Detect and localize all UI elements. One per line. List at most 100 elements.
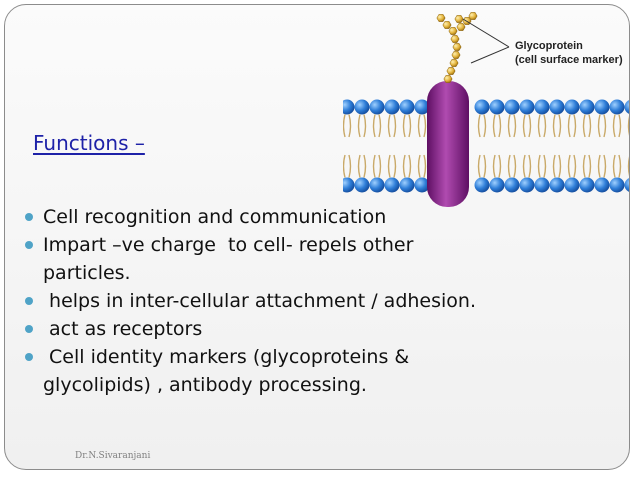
lipid-tail <box>537 114 547 138</box>
lipid-tail <box>343 114 352 138</box>
label-pointer-line <box>470 46 510 64</box>
bullet-icon <box>25 325 33 333</box>
lipid-head <box>504 177 520 193</box>
lipid-head <box>549 99 565 115</box>
lipid-head <box>399 99 415 115</box>
lipid-head <box>354 99 370 115</box>
lipid-tail <box>477 114 487 138</box>
lipid-head <box>564 177 580 193</box>
lipid-tail <box>627 115 629 136</box>
footer-author: Dr.N.Sivaranjani <box>75 451 151 461</box>
list-item: Cell recognition and communication <box>21 203 621 231</box>
sugar-unit <box>436 14 446 22</box>
lipid-heads <box>343 99 629 193</box>
lipid-tail <box>612 114 622 138</box>
carbohydrate-chain <box>436 12 478 83</box>
sugar-unit <box>452 43 462 51</box>
lipid-head <box>579 99 595 115</box>
lipid-head <box>343 177 355 193</box>
lipid-tail <box>387 114 397 138</box>
lipid-tail <box>507 114 517 138</box>
lipid-head <box>579 177 595 193</box>
sugar-unit <box>454 15 464 23</box>
lipid-head <box>624 178 629 192</box>
lipid-tail <box>372 114 382 138</box>
lipid-head <box>384 177 400 193</box>
lipid-tail <box>417 154 427 178</box>
lipid-tail <box>552 114 562 138</box>
sugar-unit <box>446 67 456 75</box>
lipid-head <box>354 177 370 193</box>
lipid-tail <box>612 154 622 178</box>
sugar-unit <box>450 35 460 43</box>
membrane-diagram: Glycoprotein (cell surface marker) <box>343 12 629 207</box>
figure-label-line1: Glycoprotein <box>515 40 583 52</box>
bullet-icon <box>25 241 33 249</box>
lipid-head <box>474 177 490 193</box>
lipid-head <box>594 99 610 115</box>
lipid-head <box>399 177 415 193</box>
sugar-unit <box>449 59 459 67</box>
lipid-head <box>474 99 490 115</box>
lipid-head <box>489 99 505 115</box>
lipid-tail <box>567 154 577 178</box>
lipid-tail <box>627 156 629 177</box>
lipid-tail <box>507 154 517 178</box>
lipid-head <box>534 177 550 193</box>
lipid-tail <box>357 154 367 178</box>
slide: Glycoprotein (cell surface marker) Funct… <box>4 4 630 470</box>
list-item: helps in inter-cellular attachment / adh… <box>21 287 621 315</box>
bullet-icon <box>25 213 33 221</box>
figure-label-line2: (cell surface marker) <box>515 54 623 66</box>
lipid-head <box>594 177 610 193</box>
lipid-head <box>369 99 385 115</box>
list-item: Cell identity markers (glycoproteins &gl… <box>21 343 621 399</box>
lipid-tail <box>597 114 607 138</box>
lipid-tail <box>537 154 547 178</box>
lipid-tails <box>343 114 629 178</box>
function-list: Cell recognition and communication Impar… <box>21 203 621 399</box>
transmembrane-protein <box>427 81 469 207</box>
lipid-tail <box>522 114 532 138</box>
sugar-unit <box>451 51 461 59</box>
lipid-tail <box>582 114 592 138</box>
lipid-tail <box>343 154 352 178</box>
lipid-head <box>414 99 430 115</box>
bullet-icon <box>25 353 33 361</box>
lipid-head <box>624 100 629 114</box>
lipid-tail <box>477 154 487 178</box>
glycoprotein-membrane-figure: Glycoprotein (cell surface marker) <box>343 9 629 215</box>
label-pointer-line <box>462 18 510 48</box>
bullet-icon <box>25 297 33 305</box>
lipid-head <box>609 177 625 193</box>
lipid-tail <box>402 154 412 178</box>
lipid-tail <box>582 154 592 178</box>
lipid-head <box>369 177 385 193</box>
lipid-tail <box>372 154 382 178</box>
lipid-head <box>519 177 535 193</box>
lipid-head <box>504 99 520 115</box>
lipid-head <box>519 99 535 115</box>
lipid-head <box>384 99 400 115</box>
lipid-head <box>489 177 505 193</box>
section-heading: Functions – <box>33 131 145 155</box>
lipid-tail <box>417 114 427 138</box>
lipid-head <box>564 99 580 115</box>
lipid-head <box>534 99 550 115</box>
sugar-unit <box>456 23 466 31</box>
sugar-unit <box>442 21 452 29</box>
sugar-unit <box>448 27 458 35</box>
lipid-tail <box>492 154 502 178</box>
lipid-head <box>609 99 625 115</box>
lipid-tail <box>597 154 607 178</box>
lipid-tail <box>402 114 412 138</box>
lipid-tail <box>387 154 397 178</box>
sugar-unit <box>468 12 478 20</box>
lipid-tail <box>357 114 367 138</box>
lipid-tail <box>522 154 532 178</box>
sugar-unit <box>443 75 453 83</box>
lipid-head <box>549 177 565 193</box>
list-item: act as receptors <box>21 315 621 343</box>
lipid-tail <box>492 114 502 138</box>
